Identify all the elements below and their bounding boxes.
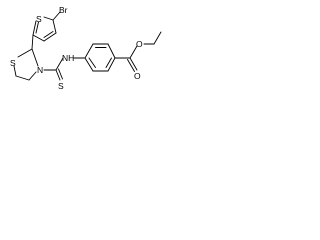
bond-carbonyl-o-double — [129, 57, 138, 71]
bond-ar-3-4 — [107, 43, 116, 59]
bond-c5-br — [52, 11, 61, 21]
chemical-structure-diagram: Br S S N NH S O O — [10, 5, 162, 91]
thiophene-ring-bonds — [32, 11, 61, 42]
bond-ar-1-2 — [84, 43, 94, 59]
benzene-ring-bonds — [84, 43, 116, 72]
bond-ar-6-1 — [84, 57, 94, 72]
bond-c2-double-inner — [35, 21, 39, 34]
bond-c-nh — [55, 57, 64, 71]
bond-n3-c2 — [31, 48, 39, 67]
bond-c3-c2 — [32, 34, 45, 42]
thiourea-bonds — [43, 57, 86, 81]
atom-label-br: Br — [59, 5, 68, 15]
bond-c2-thiazolidine — [31, 34, 34, 50]
bond-c4-n3 — [28, 71, 37, 81]
bond-c2-s1 — [17, 48, 33, 58]
bond-c4-c3 — [43, 32, 57, 42]
atom-label-s-thiophene: S — [36, 14, 42, 24]
bond-ar-inner-c — [88, 57, 96, 68]
bond-carbonyl-o-double-2 — [127, 59, 135, 72]
atom-label-n-ring: N — [37, 65, 43, 75]
bond-c5-c4 — [52, 19, 57, 34]
bond-carbonyl-o-ester — [129, 45, 138, 59]
atom-label-s-thione: S — [58, 81, 64, 91]
bond-c2-s — [32, 20, 37, 36]
bond-c4-c3-double — [43, 31, 54, 38]
atom-label-nh: NH — [62, 53, 74, 63]
bond-s1-c5 — [13, 65, 17, 77]
atom-label-o-ester: O — [136, 39, 143, 49]
atom-label-o-carbonyl: O — [134, 71, 141, 81]
bond-c-s-thione-double — [58, 68, 63, 80]
thiazolidine-ring-bonds — [13, 34, 39, 81]
bond-c-s-thione — [55, 69, 61, 81]
bond-ar-inner-b — [105, 57, 112, 68]
atom-label-s-thiazolidine: S — [10, 58, 16, 68]
bond-ch2-ch3 — [153, 31, 162, 45]
bond-s-c5 — [43, 16, 54, 21]
ester-bonds — [114, 31, 162, 72]
bond-c5-c4 — [15, 75, 30, 81]
bond-ar-4-5 — [107, 57, 116, 72]
atom-labels: Br S S N NH S O O — [10, 5, 143, 91]
